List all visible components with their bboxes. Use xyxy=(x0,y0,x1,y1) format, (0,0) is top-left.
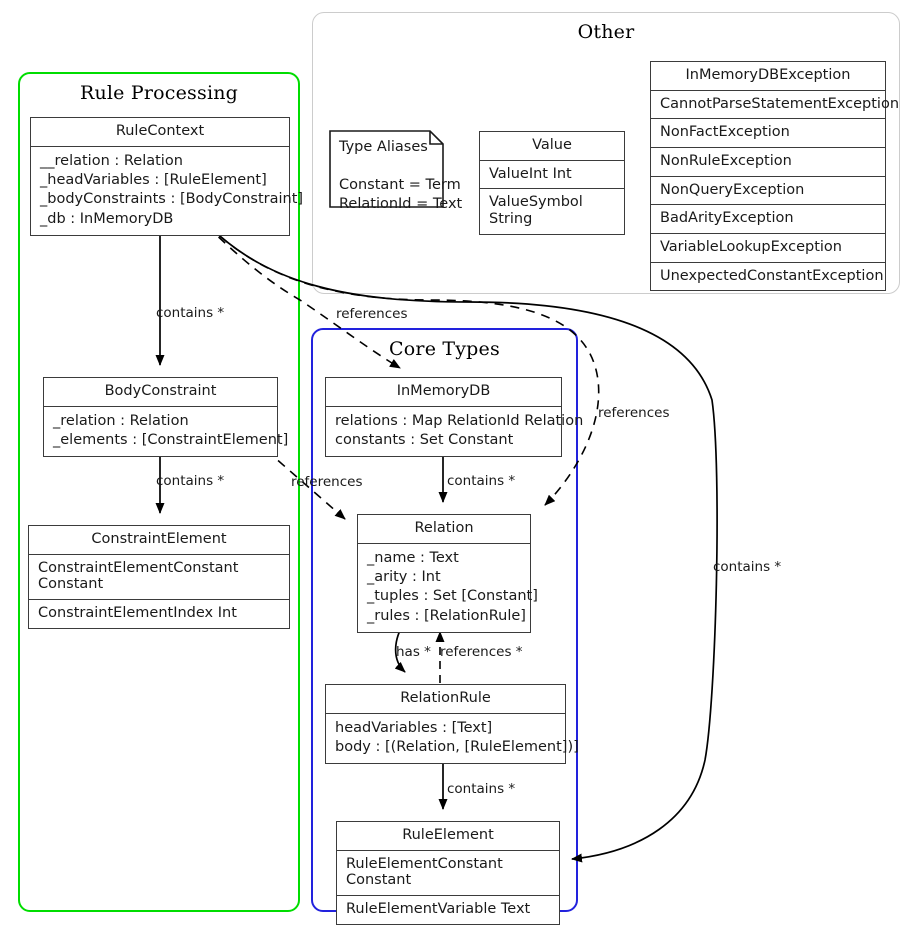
class-in-memory-db[interactable]: InMemoryDB relations : Map RelationId Re… xyxy=(325,377,583,458)
class-relation-rule-attributes: headVariables : [Text] body : [(Relation… xyxy=(326,712,579,764)
class-rule-element[interactable]: RuleElement RuleElementConstant Constant… xyxy=(336,821,560,925)
edge-label-references-rulecontext-relation: references xyxy=(598,405,670,421)
package-rule-processing-title: Rule Processing xyxy=(79,82,239,104)
class-relation-rule[interactable]: RelationRule headVariables : [Text] body… xyxy=(325,684,579,765)
package-core-types-title: Core Types xyxy=(389,338,500,360)
class-in-memory-db-name: InMemoryDB xyxy=(396,383,491,399)
note-shape xyxy=(329,130,444,208)
package-other-title: Other xyxy=(577,21,635,43)
class-rule-element-variant-0: RuleElementConstant Constant xyxy=(337,849,559,895)
class-rule-context[interactable]: RuleContext __relation : Relation _headV… xyxy=(30,117,303,236)
edge-label-contains-bodyconstraint-constraintelement: contains * xyxy=(156,473,225,489)
class-exception-variant-2: NonRuleException xyxy=(651,147,885,176)
class-value-variant-1: ValueSymbol String xyxy=(480,188,624,233)
class-body-constraint-attributes: _relation : Relation _elements : [Constr… xyxy=(44,405,288,457)
class-exception-variant-6: UnexpectedConstantException xyxy=(651,261,885,291)
class-in-memory-db-exception-name: InMemoryDBException xyxy=(685,67,851,83)
class-relation[interactable]: Relation _name : Text _arity : Int _tupl… xyxy=(357,514,538,633)
edge-label-references-rulecontext-inmemorydb: references xyxy=(336,306,408,322)
class-value[interactable]: Value ValueInt Int ValueSymbol String xyxy=(479,131,625,235)
class-in-memory-db-attributes: relations : Map RelationId Relation cons… xyxy=(326,405,583,457)
class-rule-context-name: RuleContext xyxy=(115,123,205,139)
class-relation-attributes: _name : Text _arity : Int _tuples : Set … xyxy=(358,542,538,632)
class-constraint-element[interactable]: ConstraintElement ConstraintElementConst… xyxy=(28,525,290,629)
class-relation-rule-name: RelationRule xyxy=(400,690,491,706)
edge-label-contains-relationrule-ruleelement: contains * xyxy=(447,781,516,797)
note-fold-icon xyxy=(429,131,443,145)
class-constraint-element-name: ConstraintElement xyxy=(91,531,227,547)
class-body-constraint[interactable]: BodyConstraint _relation : Relation _ele… xyxy=(43,377,288,458)
class-constraint-element-variant-0: ConstraintElementConstant Constant xyxy=(29,553,289,599)
class-in-memory-db-exception[interactable]: InMemoryDBException CannotParseStatement… xyxy=(650,61,899,292)
class-rule-context-attributes: __relation : Relation _headVariables : [… xyxy=(31,145,303,235)
edge-label-references-bodyconstraint-relation: references xyxy=(291,474,363,490)
class-exception-variant-3: NonQueryException xyxy=(651,175,885,205)
class-rule-element-variant-1: RuleElementVariable Text xyxy=(337,895,559,924)
class-body-constraint-name: BodyConstraint xyxy=(104,383,217,399)
class-relation-name: Relation xyxy=(414,520,474,536)
class-rule-element-name: RuleElement xyxy=(402,827,494,843)
note-type-aliases-text: Type Aliases Constant = Term RelationId … xyxy=(339,139,463,213)
class-constraint-element-variant-1: ConstraintElementIndex Int xyxy=(29,599,289,628)
edge-label-contains-rulecontext-ruleelement: contains * xyxy=(713,559,782,575)
edge-label-has-relation-relationrule: has * xyxy=(396,644,431,660)
note-type-aliases[interactable]: Type Aliases Constant = Term RelationId … xyxy=(329,130,462,212)
edge-label-references-relationrule-relation: references * xyxy=(440,644,523,660)
edge-label-contains-rulecontext-bodyconstraint: contains * xyxy=(156,305,225,321)
class-exception-variant-0: CannotParseStatementException xyxy=(651,89,899,119)
class-value-variant-0: ValueInt Int xyxy=(480,159,624,189)
class-exception-variant-4: BadArityException xyxy=(651,204,885,233)
class-exception-variant-1: NonFactException xyxy=(651,118,885,147)
edge-label-contains-inmemorydb-relation: contains * xyxy=(447,473,516,489)
class-exception-variant-5: VariableLookupException xyxy=(651,233,885,262)
class-value-name: Value xyxy=(532,137,572,153)
